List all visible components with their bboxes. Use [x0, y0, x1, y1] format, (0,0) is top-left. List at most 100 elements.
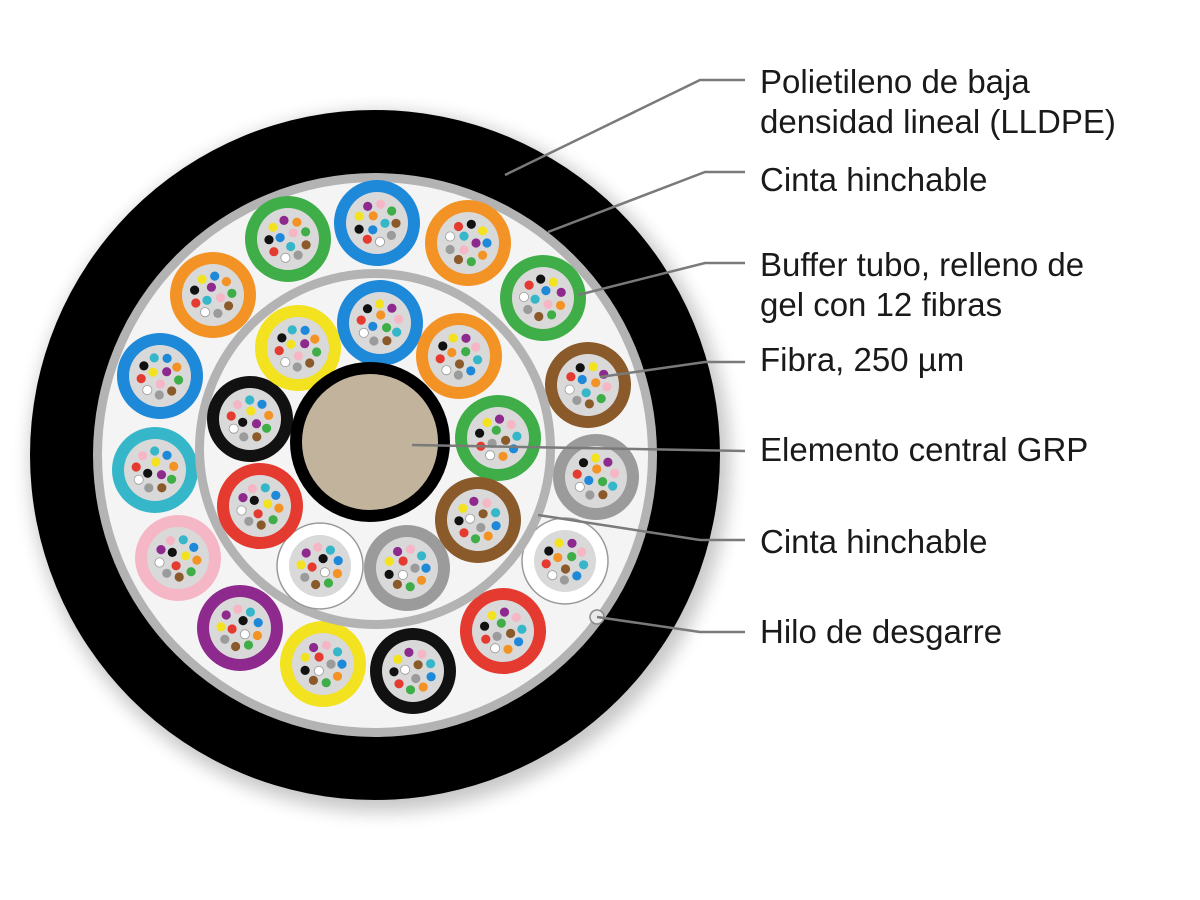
fiber [226, 411, 236, 421]
fiber [245, 395, 255, 405]
fiber [481, 634, 491, 644]
fiber [167, 474, 177, 484]
fiber [268, 515, 278, 525]
fiber [491, 521, 501, 531]
leader-inner-tape [537, 513, 745, 542]
fiber [186, 567, 196, 577]
fiber [169, 461, 179, 471]
fiber [438, 341, 448, 351]
fiber [251, 419, 262, 429]
fiber [313, 542, 323, 552]
fiber [280, 357, 291, 368]
fiber [293, 351, 303, 361]
fiber [154, 390, 164, 400]
buffer-tube [117, 333, 203, 419]
fiber [398, 556, 408, 566]
fiber [150, 446, 160, 456]
fiber [189, 542, 199, 553]
fiber [418, 682, 428, 692]
fiber [567, 552, 577, 562]
fiber [192, 555, 202, 565]
fiber [224, 301, 234, 311]
fiber [191, 298, 201, 308]
fiber [301, 548, 311, 558]
fiber [171, 561, 181, 571]
buffer-tube [334, 180, 420, 266]
buffer-tube [370, 628, 456, 714]
fiber [244, 516, 254, 526]
fiber [393, 546, 403, 557]
fiber [577, 374, 587, 385]
fiber [574, 481, 585, 492]
fiber [490, 643, 501, 654]
fiber [498, 451, 508, 461]
fiber [459, 245, 469, 255]
fiber [506, 628, 516, 639]
leader-fiber [599, 360, 745, 379]
label-inner-tape: Cinta hinchable [760, 523, 988, 560]
fiber [534, 311, 544, 322]
fiber [389, 667, 399, 677]
fiber [485, 450, 496, 461]
fiber [245, 607, 255, 617]
label-fiber: Fibra, 250 µm [760, 341, 965, 378]
fiber [323, 578, 334, 588]
fiber [318, 554, 328, 564]
label-buffer-tube: Buffer tubo, relleno de gel con 12 fibra… [760, 245, 1084, 325]
fiber [228, 423, 239, 434]
fiber [172, 362, 182, 372]
buffer-tube [112, 427, 198, 513]
fiber [524, 280, 534, 290]
label-outer-tape: Cinta hinchable [760, 161, 988, 198]
fiber [491, 425, 501, 435]
fiber [301, 240, 311, 250]
fiber [417, 649, 427, 659]
fiber [448, 333, 458, 343]
fiber [411, 673, 421, 684]
leader-buffer-tube [577, 261, 745, 297]
fiber [555, 300, 566, 310]
fiber [149, 353, 159, 363]
fiber [280, 252, 291, 263]
fiber [541, 559, 551, 569]
fiber [581, 388, 591, 398]
buffer-tube [245, 196, 331, 282]
fiber [300, 665, 310, 676]
fiber [374, 236, 385, 247]
fiber [154, 557, 165, 568]
fiber [296, 560, 306, 570]
fiber [511, 612, 521, 623]
fiber [279, 215, 289, 225]
fiber [572, 395, 582, 405]
fiber [445, 231, 456, 242]
fiber [478, 250, 488, 260]
fiber [368, 321, 378, 331]
fiber [253, 509, 263, 519]
fiber [292, 217, 302, 227]
fiber [333, 556, 343, 566]
fiber [264, 410, 274, 420]
fiber [492, 631, 502, 642]
label-buffer-tube-line2: gel con 12 fibras [760, 286, 1003, 323]
fiber [547, 570, 558, 581]
fiber [221, 277, 231, 287]
fiber [482, 498, 492, 508]
label-buffer-tube-line1: Buffer tubo, relleno de [760, 246, 1085, 283]
buffer-tube [435, 477, 521, 563]
fiber [376, 199, 386, 209]
fiber [167, 386, 177, 396]
fiber [131, 462, 141, 472]
buffer-tube [521, 517, 609, 605]
fiber [523, 304, 533, 315]
fiber [572, 571, 582, 581]
fiber [213, 308, 223, 318]
fiber [319, 567, 330, 578]
fiber [454, 516, 464, 526]
fiber [139, 361, 149, 371]
label-ripcord: Hilo de desgarre [760, 613, 1003, 650]
fiber [227, 624, 237, 634]
fiber [514, 637, 524, 647]
leader-ripcord [596, 615, 745, 634]
fiber [238, 616, 248, 626]
fiber [536, 274, 546, 284]
